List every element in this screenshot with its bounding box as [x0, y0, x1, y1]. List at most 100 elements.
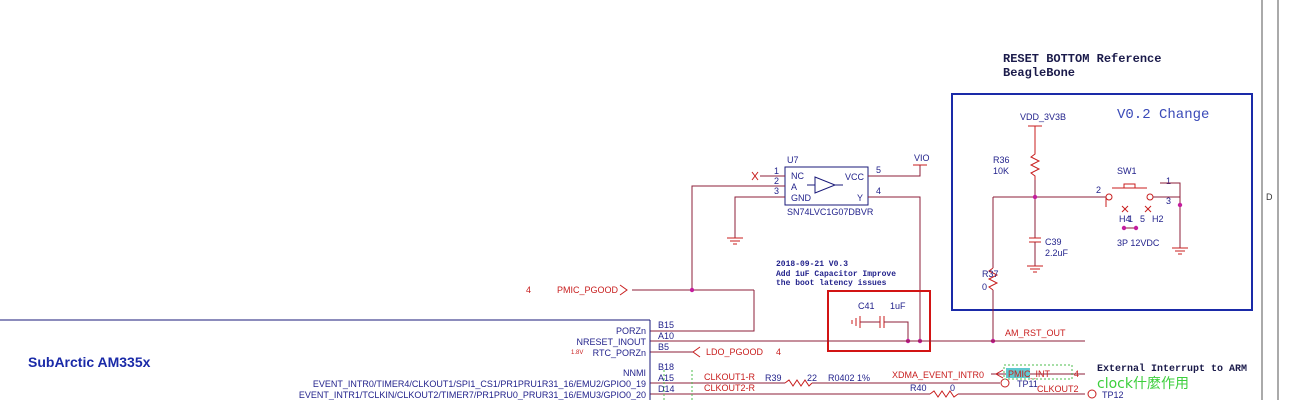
buffer-triangle-icon	[814, 176, 837, 194]
sw1-h2: H2	[1152, 214, 1164, 224]
tp11-label: TP11	[1017, 379, 1038, 389]
soc-pin-name-4: EVENT_INTR0/TIMER4/CLKOUT1/SPI1_CS1/PR1P…	[313, 379, 646, 389]
u7-vcc-wire	[868, 165, 921, 177]
tp11-circle	[1000, 378, 1010, 388]
r37-resistor	[987, 267, 999, 291]
u7-pin-a: A	[791, 182, 797, 192]
c41-value: 1uF	[890, 301, 906, 311]
r39-value: 22	[807, 373, 817, 383]
pmic-pgood-num: 4	[526, 285, 531, 295]
c41-highlight-box	[827, 290, 931, 352]
sw1-h5: 5	[1140, 214, 1145, 224]
u7-y-wire	[868, 196, 921, 341]
ext-irq-label: External Interrupt to ARM	[1097, 363, 1247, 375]
u7-gnd-wire	[734, 196, 785, 238]
pmic-pgood-junction	[689, 287, 695, 293]
sw1-pin2: 2	[1096, 185, 1101, 195]
u7-a-wire	[691, 185, 785, 290]
pmic-pgood-label: PMIC_PGOOD	[557, 285, 619, 295]
soc-pin-name-0: PORZn	[616, 326, 646, 336]
soc-pin-name-2: RTC_PORZn	[593, 348, 646, 358]
pmic-int-arrow-icon	[994, 369, 1004, 379]
ldo-pgood-num: 4	[776, 347, 781, 357]
sw1-h-pin1: 1	[1128, 214, 1133, 224]
sw1-ref: SW1	[1117, 166, 1137, 176]
tp12-circle	[1087, 389, 1097, 399]
r36-resistor	[1029, 150, 1041, 180]
pmic-highlight	[1006, 368, 1030, 378]
soc-pin-ball-1: A10	[658, 331, 674, 341]
soc-pin-ball-0: B15	[658, 320, 674, 330]
r40-resistor	[929, 390, 959, 398]
soc-pin-ball-5: D14	[658, 384, 675, 394]
soc-pin-ball-4: A15	[658, 373, 674, 383]
r39-resistor	[784, 379, 813, 387]
sw1-nc-x-b2	[1144, 205, 1152, 213]
soc-pin-ball-3: B18	[658, 362, 674, 372]
sw1-pin3: 3	[1166, 196, 1171, 206]
vdd-3v3b-label: VDD_3V3B	[1020, 112, 1066, 122]
u7-pin-gnd: GND	[791, 193, 812, 203]
sw1-contact-right	[1146, 193, 1154, 201]
soc-pin-name-1: NRESET_INOUT	[576, 337, 646, 347]
sw1-h-junction-right	[1133, 225, 1139, 231]
pmic-int-num: 4	[1074, 369, 1079, 379]
reset-node-junction	[1032, 194, 1038, 200]
clkout2r-label: CLKOUT2-R	[704, 383, 756, 393]
c41-note-line1: 2018-09-21 V0.3	[776, 260, 848, 269]
ldo-pgood-label: LDO_PGOOD	[706, 347, 764, 357]
sw1-desc: 3P 12VDC	[1117, 238, 1160, 248]
u7-n1: 1	[774, 166, 779, 176]
u7-pin-vcc: VCC	[845, 172, 865, 182]
r40-value: 0	[950, 383, 955, 393]
am-rst-out-label: AM_RST_OUT	[1005, 328, 1066, 338]
sw1-contact-left	[1105, 193, 1113, 201]
r39-package: R0402 1%	[828, 373, 870, 383]
reset-title-line2: BeagleBone	[1003, 66, 1075, 80]
u7-pin-nc: NC	[791, 171, 804, 181]
clkout1r-label: CLKOUT1-R	[704, 372, 756, 382]
ldo-pgood-arrow-icon	[692, 346, 701, 358]
clock-question-label: clock什麼作用	[1097, 376, 1189, 392]
soc-pin-name-3: NNMI	[623, 368, 646, 378]
frame-zone-letter: D	[1266, 192, 1273, 202]
vio-label: VIO	[914, 153, 930, 163]
u7-part: SN74LVC1G07DBVR	[787, 207, 874, 217]
sw1-pin1-wire	[1160, 182, 1181, 210]
u7-n3: 3	[774, 186, 779, 196]
tp12-label: TP12	[1102, 390, 1124, 400]
sw1-h-junction-left	[1121, 225, 1127, 231]
c39-ref: C39	[1045, 237, 1062, 247]
c41-ref: C41	[858, 301, 875, 311]
pmic-int-label: PMIC_INT	[1008, 369, 1051, 379]
c41-note-line2: Add 1uF Capacitor Improve	[776, 270, 896, 279]
sw1-nc-x-a2	[1121, 205, 1129, 213]
r37-value: 0	[982, 282, 987, 292]
pmic-pgood-arrow-icon	[619, 284, 628, 296]
u7-ref: U7	[787, 155, 799, 165]
rtc-voltage: 1.8V	[571, 350, 583, 356]
sw1-junction-right	[1177, 202, 1183, 208]
sw1-h4: H4	[1119, 214, 1131, 224]
r36-ref: R36	[993, 155, 1010, 165]
v02-change-box	[951, 93, 1253, 311]
c41-note-line3: the boot latency issues	[776, 279, 887, 288]
r40-ref: R40	[910, 383, 927, 393]
porzn-wire	[650, 290, 755, 332]
u7-n2: 2	[774, 176, 779, 186]
r36-value: 10K	[993, 166, 1009, 176]
sw1-pin1: 1	[1166, 176, 1171, 186]
soc-title: SubArctic AM335x	[28, 354, 151, 370]
r37-ref: R37	[982, 269, 999, 279]
soc-pin-name-5: EVENT_INTR1/TCLKIN/CLKOUT2/TIMER7/PR1PRU…	[299, 390, 646, 400]
soc-pin-ball-2: B5	[658, 342, 669, 352]
u7-nc-x2	[751, 171, 759, 181]
c39-value: 2.2uF	[1045, 248, 1069, 258]
u7-pin-y: Y	[857, 193, 863, 203]
reset-title-line1: RESET BOTTOM Reference	[1003, 52, 1161, 66]
u7-n5: 5	[876, 165, 881, 175]
c41-right-wire	[884, 321, 909, 341]
xdma-label: XDMA_EVENT_INTR0	[892, 370, 984, 380]
pmic-int-dashed-box	[1003, 364, 1073, 380]
